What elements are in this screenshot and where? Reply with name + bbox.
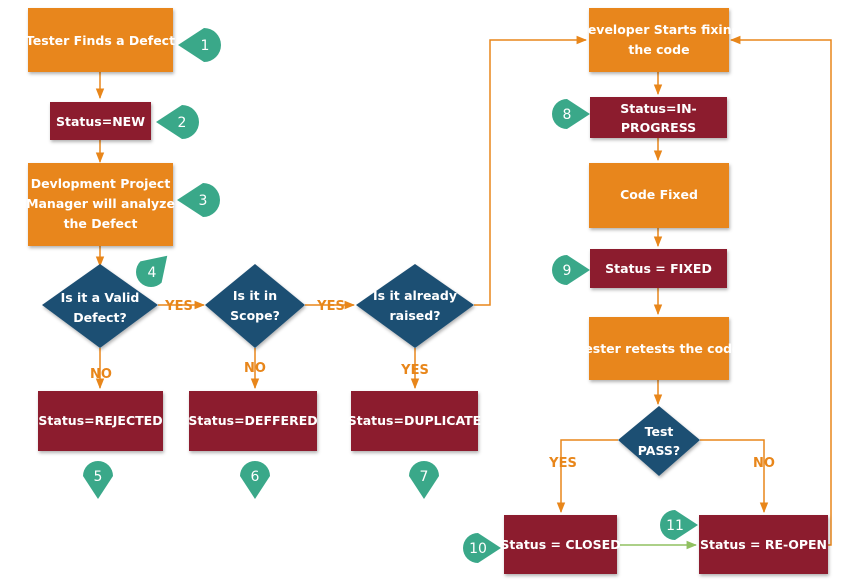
label-no-pass: NO (753, 456, 775, 471)
step-badge-4-number: 4 (148, 265, 157, 281)
node-valid-defect-decision: Is it a Valid Defect? (42, 264, 158, 348)
step-badge-9-number: 9 (563, 263, 572, 279)
node-valid-defect-line-1: Is it a Valid (61, 290, 140, 305)
edge-labels: YES YES NO NO YES YES NO (90, 299, 775, 471)
node-dev-pm-analyze-line-1: Devlopment Project (31, 176, 171, 191)
node-already-raised-line-2: raised? (389, 308, 440, 323)
step-badge-8 (552, 99, 590, 129)
node-dev-pm-analyze-line-3: the Defect (64, 216, 138, 231)
node-tester-finds-defect: Tester Finds a Defect (26, 8, 175, 72)
step-badge-8-number: 8 (563, 107, 572, 123)
node-tester-finds-defect-line-1: Tester Finds a Defect (26, 33, 175, 48)
node-status-deferred-line-1: Status=DEFFERED (188, 413, 317, 428)
node-status-in-progress-line-1: Status=IN- (620, 101, 697, 116)
step-badge-5 (83, 461, 113, 499)
node-status-reopen: Status = RE-OPEN (699, 515, 828, 574)
node-already-raised-line-1: Is it already (373, 288, 457, 303)
node-code-fixed-line-1: Code Fixed (620, 187, 698, 202)
step-badge-11 (660, 510, 698, 540)
node-test-pass-line-1: Test (645, 424, 674, 439)
node-dev-starts-fixing: Developer Starts fixing the code (577, 8, 741, 72)
step-badges: 1 2 3 4 5 6 7 8 9 (83, 28, 698, 563)
node-in-scope-line-2: Scope? (230, 308, 280, 323)
step-badge-5-number: 5 (94, 469, 103, 485)
step-badge-10-number: 10 (469, 541, 487, 557)
label-yes-valid: YES (164, 299, 193, 314)
label-yes-scope: YES (316, 299, 345, 314)
node-status-fixed-line-1: Status = FIXED (605, 261, 712, 276)
node-dev-pm-analyze-line-2: Manager will analyze (26, 196, 175, 211)
step-badge-2-number: 2 (178, 115, 187, 131)
node-test-pass-line-2: PASS? (638, 443, 680, 458)
step-badge-7-number: 7 (420, 469, 429, 485)
node-test-pass-decision: Test PASS? (618, 406, 700, 476)
node-valid-defect-line-2: Defect? (73, 310, 126, 325)
step-badge-1 (178, 28, 221, 62)
step-badge-11-number: 11 (666, 518, 684, 534)
step-badge-10 (463, 533, 501, 563)
step-badge-9 (552, 255, 590, 285)
step-badge-3 (177, 183, 220, 217)
node-in-scope-decision: Is it in Scope? (205, 264, 305, 348)
step-badge-3-number: 3 (199, 193, 208, 209)
node-status-duplicate: Status=DUPLICATE (348, 391, 481, 451)
node-dev-starts-fixing-line-1: Developer Starts fixing (577, 22, 740, 37)
node-code-fixed: Code Fixed (589, 163, 729, 228)
connectors (95, 35, 832, 550)
step-badge-4 (136, 255, 168, 287)
label-no-scope: NO (244, 361, 266, 376)
node-already-raised-decision: Is it already raised? (356, 264, 474, 348)
edge-raised-to-dev (474, 35, 588, 306)
label-no-valid: NO (90, 367, 112, 382)
node-status-rejected: Status=REJECTED (38, 391, 163, 451)
node-status-duplicate-line-1: Status=DUPLICATE (348, 413, 481, 428)
node-status-deferred: Status=DEFFERED (188, 391, 318, 451)
nodes: Tester Finds a Defect Status=NEW Devlopm… (26, 8, 828, 574)
step-badge-2 (156, 105, 199, 139)
node-status-reopen-line-1: Status = RE-OPEN (700, 537, 827, 552)
node-status-in-progress-line-2: PROGRESS (621, 120, 696, 135)
step-badge-6 (240, 461, 270, 499)
step-badge-7 (409, 461, 439, 499)
node-status-fixed: Status = FIXED (590, 249, 727, 288)
node-status-new-line-1: Status=NEW (56, 114, 145, 129)
step-badge-6-number: 6 (251, 469, 260, 485)
node-dev-starts-fixing-line-2: the code (628, 42, 689, 57)
node-status-in-progress: Status=IN- PROGRESS (590, 97, 727, 138)
node-status-rejected-line-1: Status=REJECTED (38, 413, 162, 428)
node-status-new: Status=NEW (50, 102, 151, 140)
node-tester-retests: Tester retests the code (577, 317, 741, 380)
edge-pass-yes (556, 439, 618, 514)
label-yes-raised: YES (400, 363, 429, 378)
edge-pass-no (700, 439, 769, 514)
node-tester-retests-line-1: Tester retests the code (577, 341, 740, 356)
node-status-closed: Status = CLOSED (500, 515, 621, 574)
node-dev-pm-analyze: Devlopment Project Manager will analyze … (26, 163, 175, 246)
node-status-closed-line-1: Status = CLOSED (500, 537, 620, 552)
label-yes-pass: YES (548, 456, 577, 471)
node-in-scope-line-1: Is it in (233, 288, 277, 303)
edge-reopen-to-dev (729, 35, 832, 546)
step-badge-1-number: 1 (201, 38, 210, 54)
